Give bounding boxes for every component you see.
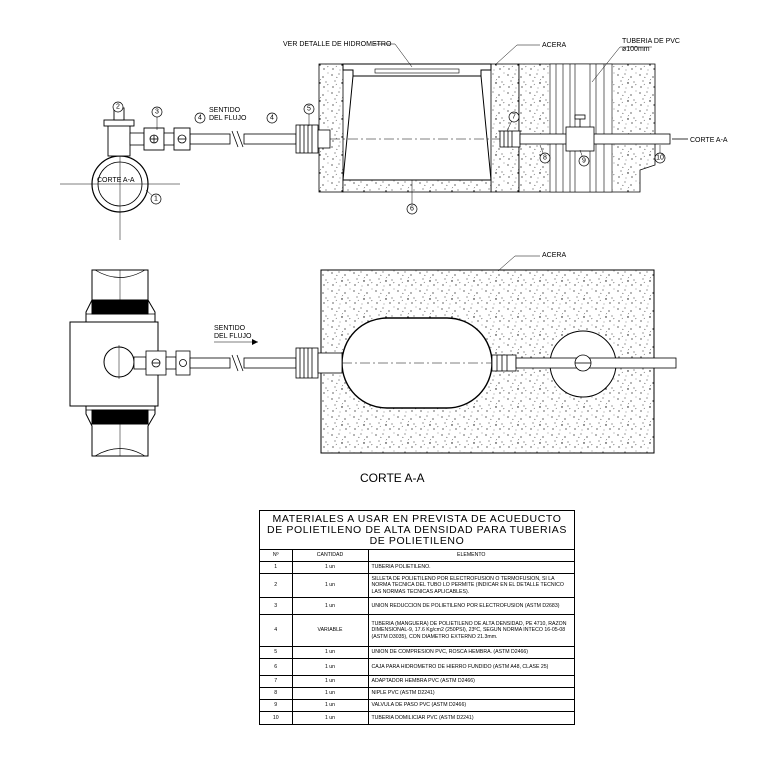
row-elemento: UNION DE COMPRESION PVC, ROSCA HEMBRA. (… bbox=[367, 646, 574, 659]
soil-left bbox=[318, 63, 344, 193]
callout-3: 3 bbox=[155, 109, 159, 116]
label-detalle: VER DETALLE DE HIDROMETRO bbox=[283, 41, 392, 48]
table-row: 3 1 un UNION REDUCCION DE POLIETILENO PO… bbox=[260, 597, 574, 615]
label-acera-top: ACERA bbox=[542, 42, 566, 49]
row-cantidad: 1 un bbox=[291, 597, 369, 615]
table-row: 10 1 un TUBERIA DOMILICIAR PVC (ASTM D22… bbox=[260, 711, 574, 724]
label-sentido-top-1: SENTIDO bbox=[209, 107, 241, 114]
soil-right bbox=[490, 63, 520, 193]
row-cantidad: 1 un bbox=[291, 699, 369, 712]
callout-7: 7 bbox=[512, 114, 516, 121]
section-title: CORTE A-A bbox=[360, 471, 424, 485]
row-elemento: CAJA PARA HIDROMETRO DE HIERRO FUNDIDO (… bbox=[367, 658, 574, 676]
row-elemento: SILLETA DE POLIETILENO POR ELECTROFUSION… bbox=[367, 573, 574, 598]
row-elemento: ADAPTADOR HEMBRA PVC (ASTM D2466) bbox=[367, 675, 574, 688]
service-pipe bbox=[189, 114, 688, 154]
label-corte-circle: CORTE A-A bbox=[97, 177, 135, 184]
callout-8: 8 bbox=[543, 155, 547, 162]
table-row: 6 1 un CAJA PARA HIDROMETRO DE HIERRO FU… bbox=[260, 658, 574, 676]
row-cantidad: 1 un bbox=[291, 573, 369, 598]
plan-view: ACERA SENTIDO DEL FLUJO bbox=[69, 252, 677, 457]
callout-4b: 4 bbox=[270, 115, 274, 122]
section-view: 2 3 4 4 5 7 8 9 10 6 1 VER DETALLE DE HI… bbox=[60, 38, 728, 240]
row-elemento: TUBERIA (MANGUERA) DE POLIETILENO DE ALT… bbox=[367, 614, 574, 647]
label-tuberia-2: ø100mm bbox=[622, 46, 650, 53]
table-row: 5 1 un UNION DE COMPRESION PVC, ROSCA HE… bbox=[260, 646, 574, 659]
label-acera-plan: ACERA bbox=[542, 252, 566, 259]
callout-1: 1 bbox=[154, 196, 158, 203]
label-tuberia-1: TUBERIA DE PVC bbox=[622, 38, 680, 45]
row-elemento: TUBERIA POLIETILENO. bbox=[367, 561, 574, 574]
materials-grid: Nº CANTIDAD ELEMENTO 1 1 un TUBERIA POLI… bbox=[260, 550, 574, 724]
row-elemento: UNION REDUCCION DE POLIETILENO POR ELECT… bbox=[367, 597, 574, 615]
header-cantidad: CANTIDAD bbox=[291, 550, 369, 562]
row-cantidad: 1 un bbox=[291, 646, 369, 659]
table-row: 1 1 un TUBERIA POLIETILENO. bbox=[260, 561, 574, 574]
row-n: 10 bbox=[260, 711, 293, 724]
row-cantidad: 1 un bbox=[291, 675, 369, 688]
label-sentido-top-2: DEL FLUJO bbox=[209, 115, 247, 122]
row-n: 2 bbox=[260, 573, 293, 598]
label-corte-right: CORTE A-A bbox=[690, 137, 728, 144]
table-row: 9 1 un VALVULA DE PASO PVC (ASTM D2466) bbox=[260, 699, 574, 712]
row-n: 1 bbox=[260, 561, 293, 574]
callouts bbox=[112, 101, 666, 215]
plan-main-pipe bbox=[69, 269, 159, 457]
table-row: 2 1 un SILLETA DE POLIETILENO POR ELECTR… bbox=[260, 573, 574, 598]
callout-10: 10 bbox=[656, 155, 664, 162]
callout-2: 2 bbox=[116, 104, 120, 111]
row-cantidad: 1 un bbox=[291, 711, 369, 724]
callout-6: 6 bbox=[410, 206, 414, 213]
row-elemento: TUBERIA DOMILICIAR PVC (ASTM D2241) bbox=[367, 711, 574, 724]
row-n: 3 bbox=[260, 597, 293, 615]
row-n: 5 bbox=[260, 646, 293, 659]
label-sentido-plan-1: SENTIDO bbox=[214, 325, 246, 332]
materials-title: MATERIALES A USAR EN PREVISTA DE ACUEDUC… bbox=[260, 511, 574, 550]
row-cantidad: 1 un bbox=[291, 687, 369, 700]
technical-drawing: 2 3 4 4 5 7 8 9 10 6 1 VER DETALLE DE HI… bbox=[60, 38, 728, 485]
table-row: 8 1 un NIPLE PVC (ASTM D2241) bbox=[260, 687, 574, 700]
label-sentido-plan-2: DEL FLUJO bbox=[214, 333, 252, 340]
soil-under-box bbox=[342, 179, 492, 193]
row-n: 8 bbox=[260, 687, 293, 700]
callout-4a: 4 bbox=[198, 115, 202, 122]
table-header-row: Nº CANTIDAD ELEMENTO bbox=[260, 550, 574, 562]
row-elemento: VALVULA DE PASO PVC (ASTM D2466) bbox=[367, 699, 574, 712]
row-cantidad: 1 un bbox=[291, 658, 369, 676]
table-row: 7 1 un ADAPTADOR HEMBRA PVC (ASTM D2466) bbox=[260, 675, 574, 688]
plan-service-pipe bbox=[133, 347, 677, 379]
row-n: 6 bbox=[260, 658, 293, 676]
header-n: Nº bbox=[260, 550, 293, 562]
callout-9: 9 bbox=[582, 158, 586, 165]
row-n: 7 bbox=[260, 675, 293, 688]
row-n: 4 bbox=[260, 614, 293, 647]
materials-table: MATERIALES A USAR EN PREVISTA DE ACUEDUC… bbox=[259, 510, 575, 725]
tap-detail bbox=[60, 107, 191, 240]
row-elemento: NIPLE PVC (ASTM D2241) bbox=[367, 687, 574, 700]
meter-box bbox=[342, 75, 492, 181]
callout-5: 5 bbox=[307, 106, 311, 113]
meter-lid bbox=[342, 63, 492, 77]
header-elemento: ELEMENTO bbox=[367, 550, 574, 562]
table-row: 4 VARIABLE TUBERIA (MANGUERA) DE POLIETI… bbox=[260, 614, 574, 647]
row-cantidad: 1 un bbox=[291, 561, 369, 574]
row-n: 9 bbox=[260, 699, 293, 712]
row-cantidad: VARIABLE bbox=[291, 614, 369, 647]
